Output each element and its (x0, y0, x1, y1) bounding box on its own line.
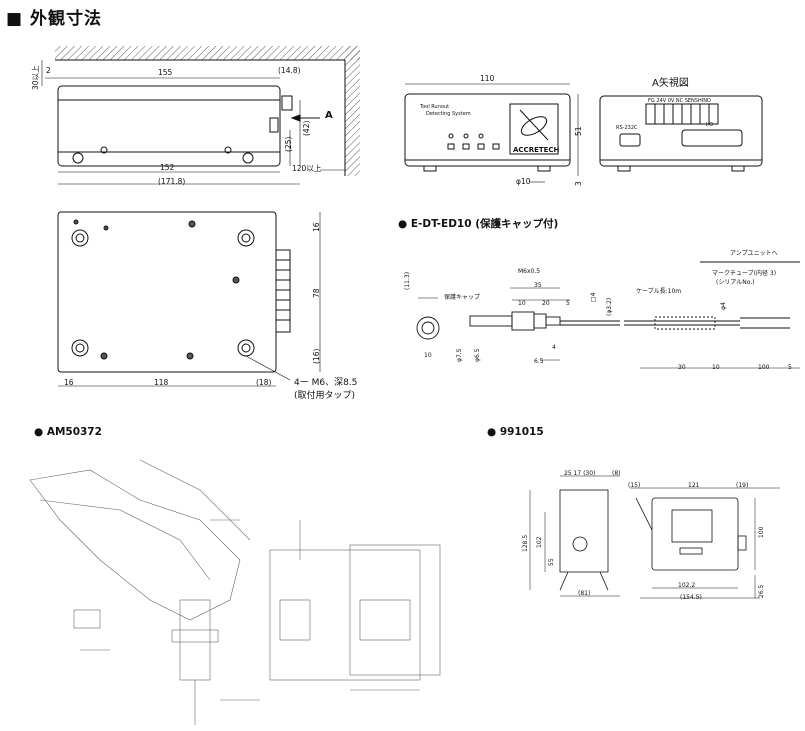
cable-label: ケーブル長:10m (636, 288, 682, 295)
dim-16a: 16 (312, 222, 321, 232)
dim-118: 118 (154, 378, 169, 387)
terminal-labels: FG 24V 0V NC SENSHIND (648, 98, 711, 104)
dim-phi10: φ10 (516, 177, 531, 186)
sensor-dim-5: 5 (566, 300, 570, 307)
sensor-dim-sq4: □4 (590, 292, 597, 303)
dim-16b: (16) (312, 348, 321, 364)
sensor-dim-11-3: (11.3) (404, 271, 411, 290)
dim-152: 152 (160, 163, 175, 172)
p991015-dim-8: (8) (612, 470, 621, 477)
a-view-title: A矢視図 (652, 78, 689, 89)
thread-label: M6x0.5 (518, 268, 541, 275)
sensor-dim-35: 35 (534, 282, 542, 289)
dim-18: (18) (256, 378, 272, 387)
arrow-a-label: A (325, 110, 333, 121)
side-view-body (41, 60, 345, 185)
sensor-dim-20: 20 (542, 300, 550, 307)
sensor-dim-5b: 5 (788, 364, 792, 371)
p991015-dim-100: 100 (758, 526, 765, 538)
rs232c-label: RS-232C (616, 125, 638, 131)
wall-hatch (55, 46, 360, 176)
sensor-drawing (416, 261, 800, 369)
p991015-drawing (529, 475, 780, 599)
p991015-dim-15: (15) (628, 482, 641, 489)
tap-line1: 4ー M6、深8.5 (294, 378, 358, 388)
sensor-dim-6-5: 6.5 (534, 358, 544, 365)
amp-unit-label: アンプユニットへ (730, 250, 778, 257)
sensor-dim-phi6-5: φ6.5 (474, 348, 481, 363)
serial-label: (シリアルNo.) (716, 279, 755, 286)
dim-2: 2 (46, 66, 51, 75)
top-view-body (57, 211, 321, 387)
tap-line2: (取付用タップ) (294, 391, 356, 401)
sensor-dim-4: 4 (552, 344, 556, 351)
sensor-dim-100: 100 (758, 364, 770, 371)
mark-tube-label: マークチューブ(内径 3) (712, 270, 777, 277)
a-view-body (599, 95, 763, 172)
dim-25: (25) (284, 136, 293, 152)
dim-120: 120以上 (292, 164, 322, 173)
p991015-title: ● 991015 (487, 426, 544, 438)
dim-14-8: (14.8) (278, 66, 301, 75)
front-view-body (404, 83, 579, 183)
dim-110: 110 (480, 74, 495, 83)
dim-51: 51 (574, 126, 583, 136)
sensor-dim-10b: 10 (424, 352, 432, 359)
p991015-dim-102: 102 (536, 536, 543, 548)
p991015-dim-55: 55 (548, 558, 555, 566)
sensor-dim-phi4: φ4 (720, 302, 727, 310)
p991015-dim-top: 25 17 (30) (564, 470, 596, 477)
dim-3: 3 (574, 181, 583, 186)
sensor-dim-phi7-5: φ7.5 (456, 348, 463, 363)
dim-30: 30以上 (31, 65, 40, 90)
p991015-dim-154-5: (154.5) (680, 594, 702, 601)
p991015-dim-128-5: 128.5 (522, 534, 529, 552)
dim-42: (42) (302, 120, 311, 136)
p991015-dim-121: 121 (688, 482, 700, 489)
io-label: I/O (706, 122, 714, 128)
am50372-drawing (29, 459, 441, 725)
label-tool-runout: Tool Runout (420, 104, 450, 110)
sensor-dim-10c: 10 (712, 364, 720, 371)
label-detecting-system: Detecting System (426, 111, 471, 117)
dim-78: 78 (312, 288, 321, 298)
cap-label: 保護キャップ (444, 294, 481, 301)
sensor-title: ● E-DT-ED10 (保護キャップ付) (398, 218, 559, 230)
sensor-dim-phi3-2: (φ3.2) (606, 297, 613, 316)
p991015-dim-102-2: 102.2 (678, 582, 696, 589)
sensor-dim-30: 30 (678, 364, 686, 371)
dim-171-8: (171.8) (158, 177, 186, 186)
dim-16c: 16 (64, 378, 74, 387)
p991015-dim-26-5: 26.5 (758, 584, 765, 598)
brand-logo: ACCRETECH (513, 146, 560, 154)
sensor-dim-10: 10 (518, 300, 526, 307)
am50372-title: ● AM50372 (34, 426, 102, 438)
p991015-dim-81: (81) (578, 590, 591, 597)
p991015-dim-19: (19) (736, 482, 749, 489)
dim-155: 155 (158, 68, 173, 77)
page-title: ■ 外観寸法 (6, 9, 102, 29)
